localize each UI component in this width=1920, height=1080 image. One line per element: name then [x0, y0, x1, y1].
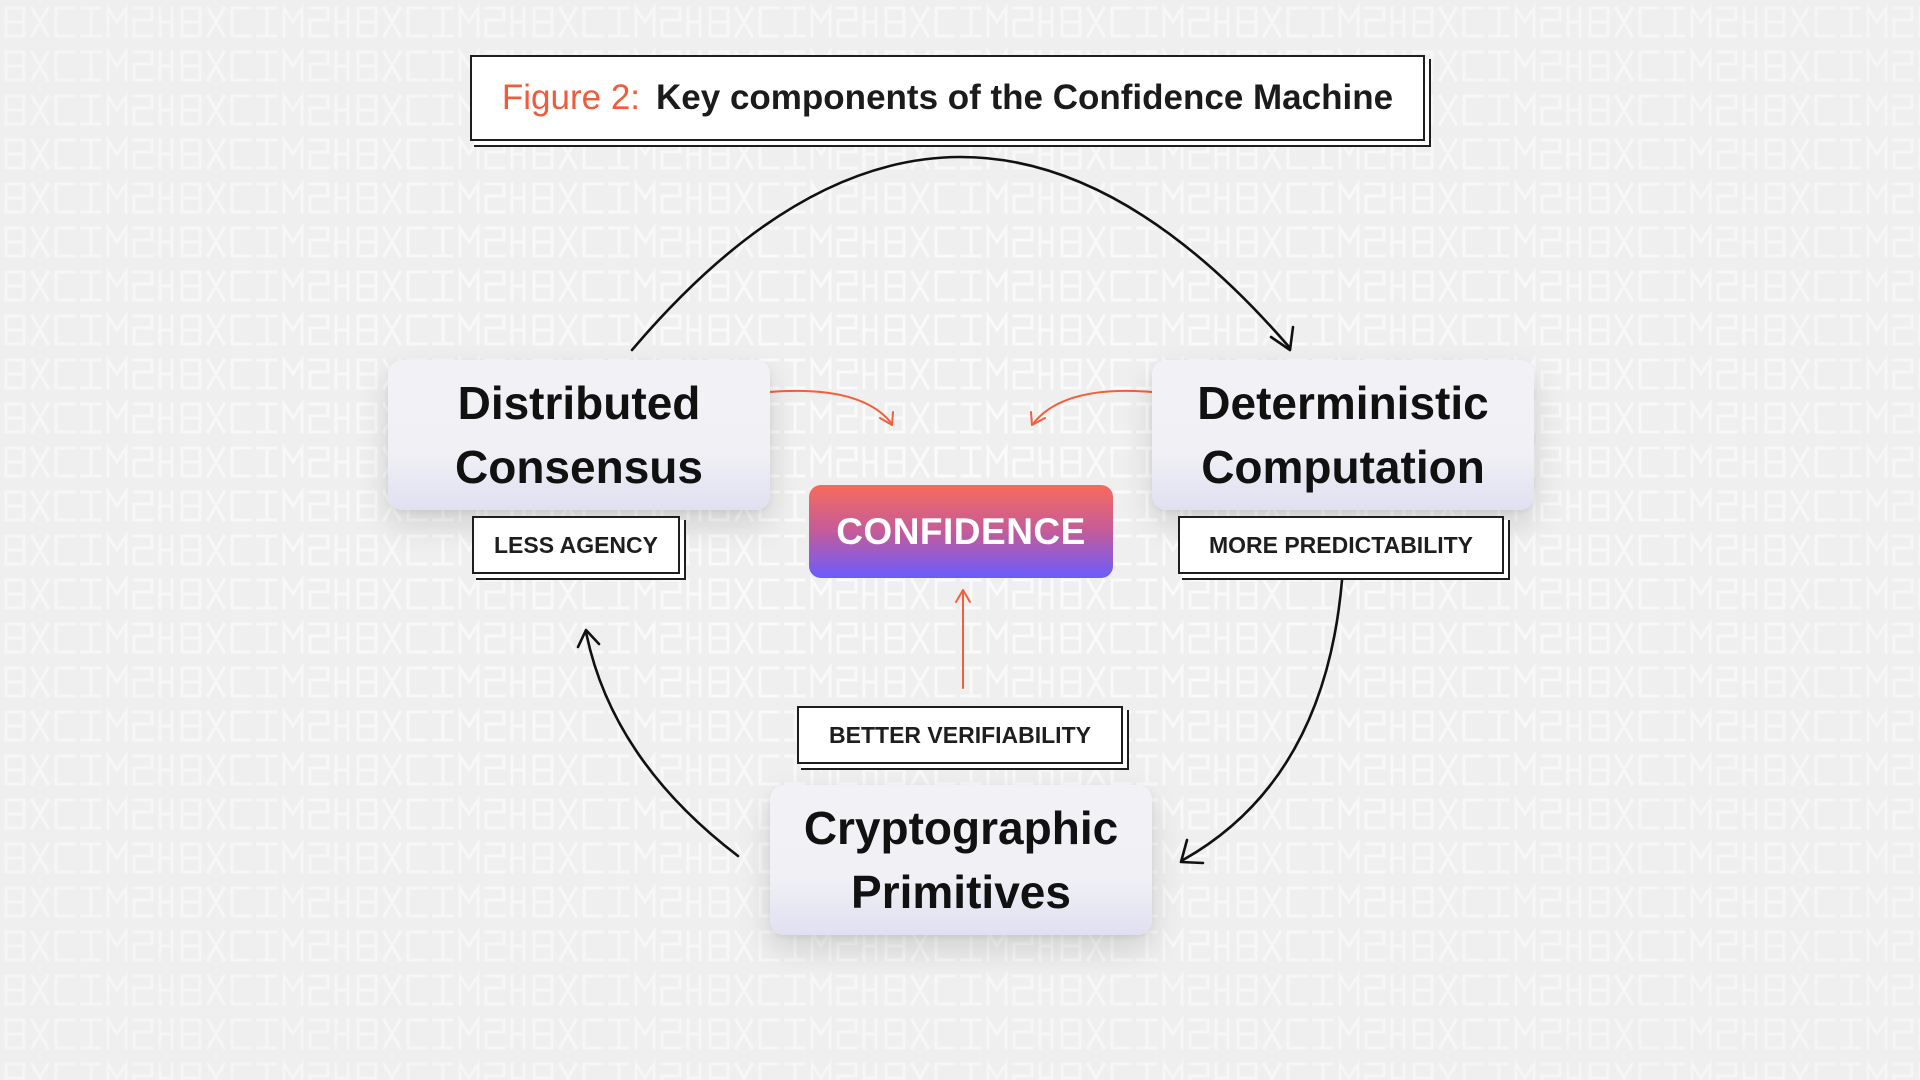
node-distributed-consensus-line2: Consensus — [455, 441, 703, 493]
node-cryptographic-primitives-line2: Primitives — [851, 866, 1071, 918]
node-cryptographic-primitives: Cryptographic Primitives — [770, 785, 1152, 935]
tag-less-agency: LESS AGENCY — [472, 516, 680, 574]
node-deterministic-computation-line2: Computation — [1201, 441, 1485, 493]
figure-title-prefix: Figure 2: — [501, 78, 641, 117]
confidence-badge: CONFIDENCE — [809, 485, 1113, 578]
figure-title-text: Key components of the Confidence Machine — [656, 78, 1394, 117]
tag-more-predictability: MORE PREDICTABILITY — [1178, 516, 1504, 574]
node-distributed-consensus-line1: Distributed — [457, 377, 701, 429]
tag-better-verifiability: BETTER VERIFIABILITY — [797, 706, 1123, 764]
node-cryptographic-primitives-line1: Cryptographic — [803, 802, 1119, 854]
node-deterministic-computation: Deterministic Computation — [1152, 360, 1534, 510]
node-distributed-consensus: Distributed Consensus — [388, 360, 770, 510]
figure-title: Figure 2: Key components of the Confiden… — [470, 55, 1425, 141]
node-deterministic-computation-line1: Deterministic — [1197, 377, 1489, 429]
